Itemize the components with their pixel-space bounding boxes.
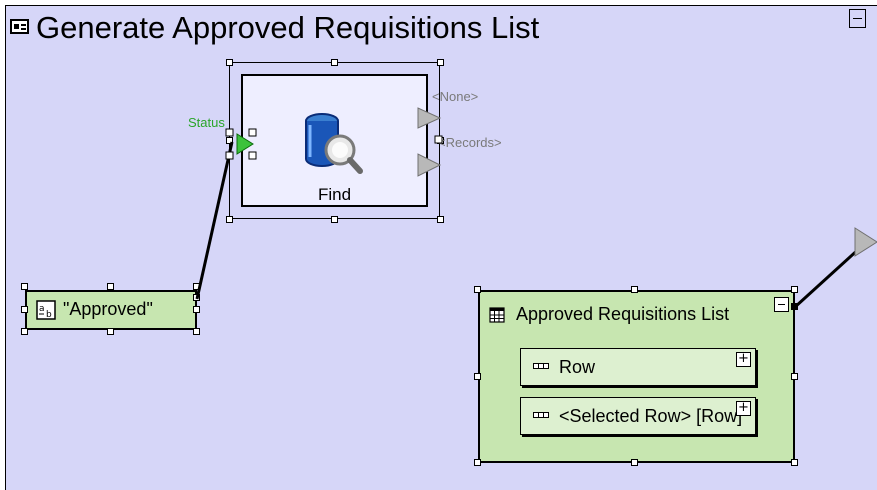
input-port-label: Status <box>188 115 225 130</box>
list-row-item[interactable]: Row + <box>520 348 756 386</box>
resize-handle[interactable] <box>331 59 338 66</box>
find-node-label: Find <box>317 185 352 204</box>
resize-handle[interactable] <box>791 286 798 293</box>
list-row-item[interactable]: <Selected Row> [Row] + <box>520 397 756 435</box>
output-port-label: <Records> <box>438 135 502 150</box>
find-node[interactable]: Find <box>241 74 428 207</box>
resize-handle[interactable] <box>631 459 638 466</box>
row-label: Row <box>559 357 596 377</box>
page-title: Generate Approved Requisitions List <box>36 10 540 45</box>
resize-handle[interactable] <box>21 328 28 335</box>
resize-handle[interactable] <box>474 459 481 466</box>
resize-handle[interactable] <box>107 283 114 290</box>
svg-text:a: a <box>39 304 45 314</box>
output-port-label: <None> <box>432 89 479 104</box>
expand-button[interactable]: + <box>736 401 751 416</box>
collapse-list-button[interactable] <box>774 297 789 312</box>
resize-handle[interactable] <box>226 59 233 66</box>
row-icon <box>533 363 549 369</box>
constant-value: "Approved" <box>63 299 153 319</box>
diagram-icon <box>10 19 29 34</box>
list-node[interactable]: Approved Requisitions List Row + <Select… <box>478 290 795 463</box>
resize-handle[interactable] <box>331 216 338 223</box>
resize-handle[interactable] <box>21 283 28 290</box>
expand-button[interactable]: + <box>736 352 751 367</box>
resize-handle[interactable] <box>193 283 200 290</box>
database-search-icon <box>305 113 363 174</box>
resize-handle[interactable] <box>474 286 481 293</box>
text-constant-icon: a b <box>36 300 56 320</box>
constant-node[interactable]: a b "Approved" <box>25 290 197 330</box>
resize-handle[interactable] <box>193 306 200 313</box>
resize-handle[interactable] <box>193 294 200 301</box>
resize-handle[interactable] <box>791 459 798 466</box>
list-node-title: Approved Requisitions List <box>516 304 730 324</box>
svg-text:b: b <box>46 310 52 320</box>
resize-handle[interactable] <box>226 216 233 223</box>
resize-handle[interactable] <box>631 286 638 293</box>
collapse-button[interactable] <box>849 9 866 28</box>
row-label: <Selected Row> [Row] <box>559 406 743 426</box>
resize-handle[interactable] <box>474 373 481 380</box>
resize-handle[interactable] <box>437 216 444 223</box>
resize-handle[interactable] <box>226 137 233 144</box>
resize-handle[interactable] <box>791 373 798 380</box>
resize-handle[interactable] <box>193 328 200 335</box>
resize-handle[interactable] <box>437 59 444 66</box>
resize-handle[interactable] <box>107 328 114 335</box>
table-icon <box>489 307 505 323</box>
resize-handle[interactable] <box>21 306 28 313</box>
row-icon <box>533 412 549 418</box>
